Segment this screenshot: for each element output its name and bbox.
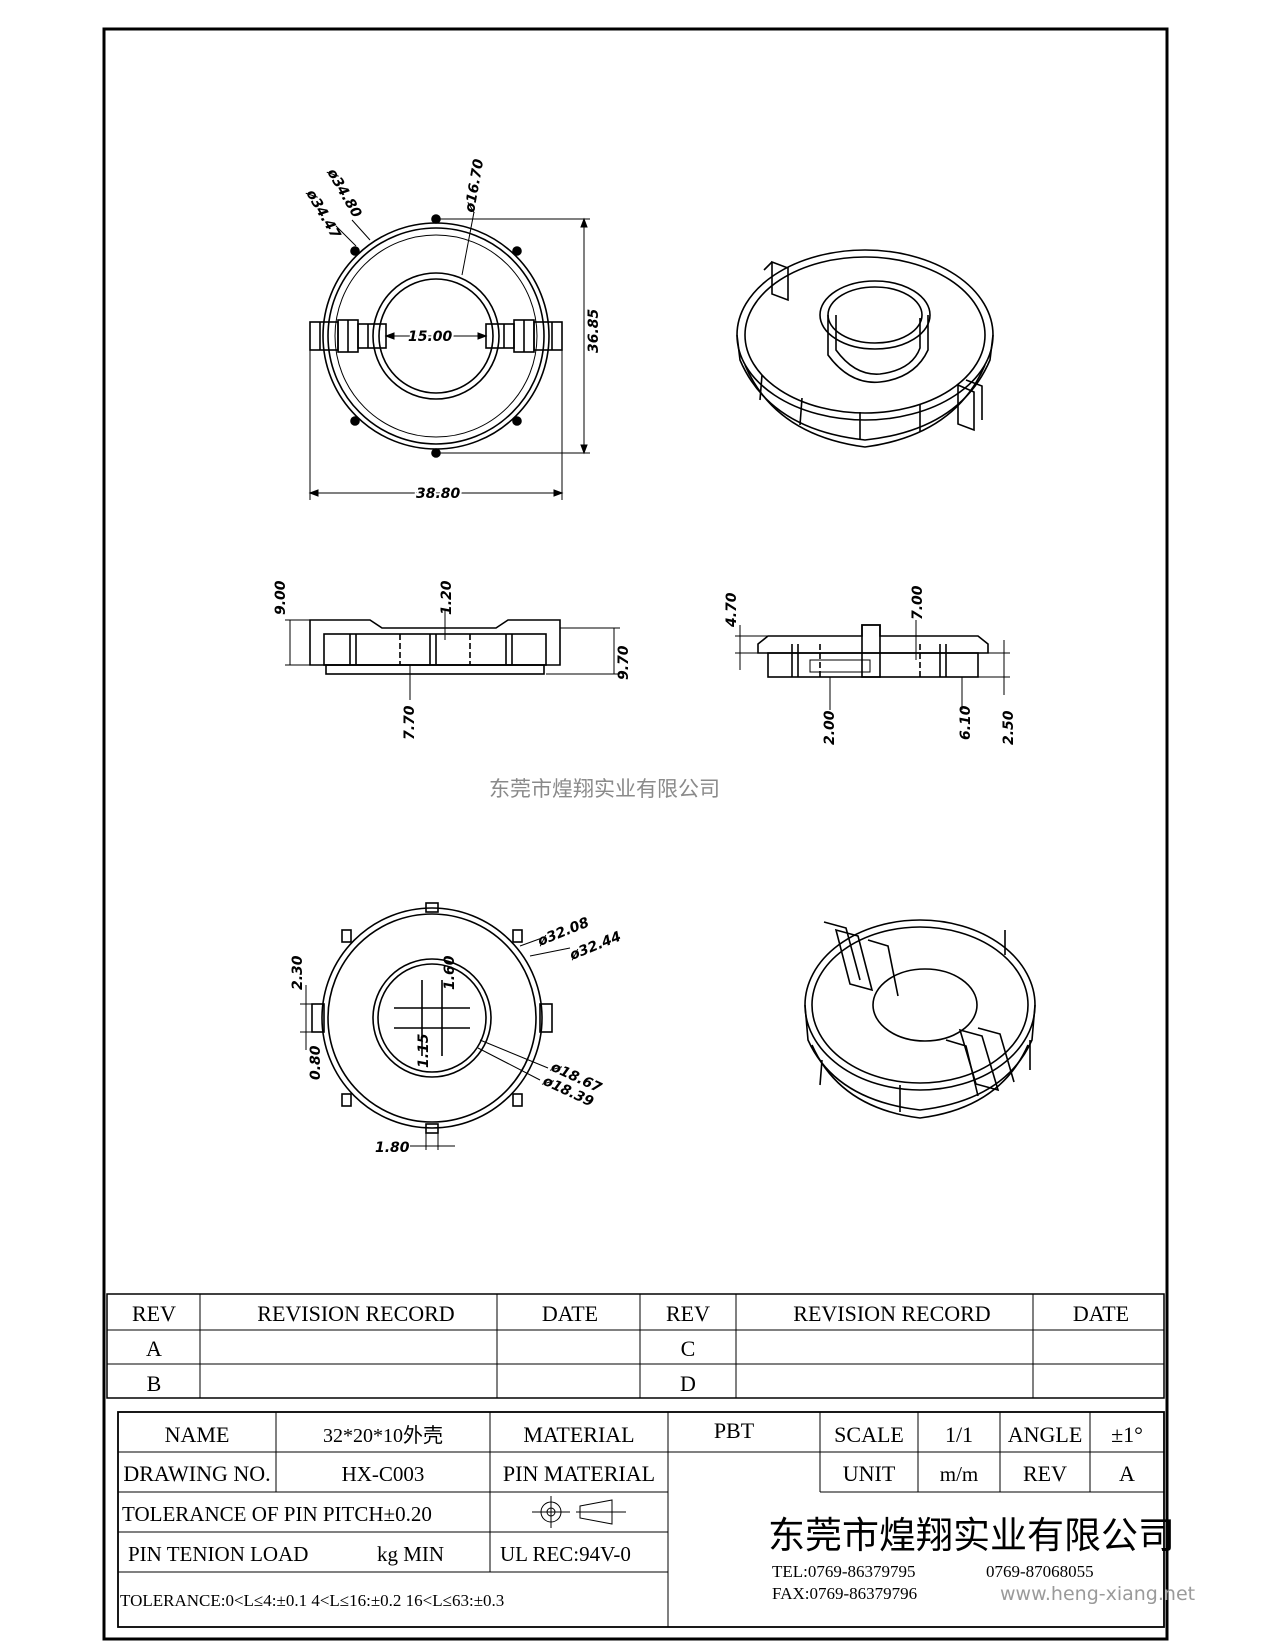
isometric-view-bottom — [804, 919, 1036, 1119]
unit-label: UNIT — [843, 1461, 896, 1486]
bottom-view-dimensions — [300, 937, 571, 1150]
side-view-left — [309, 619, 561, 675]
pin-tenion-load: PIN TENION LOAD — [128, 1542, 308, 1566]
bottom-view — [311, 902, 553, 1134]
kg-min: kg MIN — [377, 1542, 444, 1566]
name-value: 32*20*10外壳 — [323, 1424, 443, 1447]
dim-side2-a: 4.70 — [724, 592, 740, 628]
side-view-right-dimensions — [735, 620, 1010, 710]
website-watermark: www.heng-xiang.net — [1000, 1583, 1195, 1605]
dim-side-body: 7.70 — [402, 705, 418, 740]
revision-row-a: A — [146, 1336, 162, 1361]
tolerance-pin-pitch: TOLERANCE OF PIN PITCH±0.20 — [122, 1502, 432, 1526]
rev-header-right: REV — [666, 1301, 710, 1326]
revision-row-c: C — [681, 1336, 696, 1361]
dim-side-height: 9.00 — [273, 580, 289, 615]
scale-label: SCALE — [834, 1422, 904, 1447]
dim-side-wall: 1.20 — [439, 580, 455, 615]
dim-height: 36.85 — [586, 308, 602, 353]
fax: FAX:0769-86379796 — [772, 1584, 917, 1603]
dim-side-total: 9.70 — [616, 645, 632, 680]
tolerance-line: TOLERANCE:0<L≤4:±0.1 4<L≤16:±0.2 16<L≤63… — [120, 1591, 504, 1610]
dim-bottom-a: 2.30 — [290, 955, 306, 990]
projection-symbol — [532, 1496, 626, 1528]
dim-side2-c: 2.00 — [822, 710, 838, 745]
revision-record-header-right: REVISION RECORD — [793, 1301, 990, 1326]
isometric-view-top — [736, 249, 994, 448]
rev-header-left: REV — [132, 1301, 176, 1326]
dim-side2-d: 6.10 — [958, 705, 974, 740]
telephone-2: 0769-87068055 — [986, 1562, 1094, 1581]
material-value: PBT — [714, 1418, 755, 1443]
angle-label: ANGLE — [1008, 1422, 1083, 1447]
revision-table — [106, 1293, 1165, 1399]
dim-bottom-c: 1.15 — [416, 1033, 432, 1068]
dim-pin-gap: 15.00 — [408, 329, 453, 345]
dim-side2-b: 7.00 — [910, 585, 926, 620]
date-header-left: DATE — [542, 1301, 598, 1326]
drawing-no-value: HX-C003 — [342, 1462, 425, 1486]
scale-value: 1/1 — [945, 1422, 973, 1447]
ul-rec: UL REC:94V-0 — [500, 1542, 631, 1566]
unit-value: m/m — [940, 1462, 979, 1486]
side-view-right — [757, 624, 989, 678]
revision-row-b: B — [147, 1371, 162, 1396]
drawing-no-label: DRAWING NO. — [123, 1461, 270, 1486]
dim-width: 38.80 — [416, 486, 461, 502]
dim-bottom-d: 0.80 — [308, 1045, 324, 1080]
company-watermark: 东莞市煌翔实业有限公司 — [489, 777, 720, 801]
rev-value: A — [1119, 1461, 1135, 1486]
rev-label: REV — [1023, 1461, 1067, 1486]
company-name: 东莞市煌翔实业有限公司 — [768, 1514, 1175, 1557]
drawing-frame — [102, 27, 1169, 1641]
side-view-left-dimensions — [285, 610, 620, 700]
revision-record-header-left: REVISION RECORD — [257, 1301, 454, 1326]
dim-bottom-b: 1.60 — [442, 955, 458, 990]
revision-row-d: D — [680, 1371, 696, 1396]
date-header-right: DATE — [1073, 1301, 1129, 1326]
top-view-dimension-lines — [308, 211, 590, 500]
angle-value: ±1° — [1111, 1422, 1143, 1447]
dim-bottom-e: 1.80 — [375, 1140, 410, 1156]
name-label: NAME — [165, 1422, 230, 1447]
dim-hole-diameter: ø16.70 — [462, 158, 487, 215]
pin-material-label: PIN MATERIAL — [503, 1461, 655, 1486]
telephone-1: TEL:0769-86379795 — [772, 1562, 916, 1581]
material-label: MATERIAL — [523, 1422, 634, 1447]
dim-side2-e: 2.50 — [1001, 710, 1017, 745]
title-block — [117, 1411, 1165, 1628]
